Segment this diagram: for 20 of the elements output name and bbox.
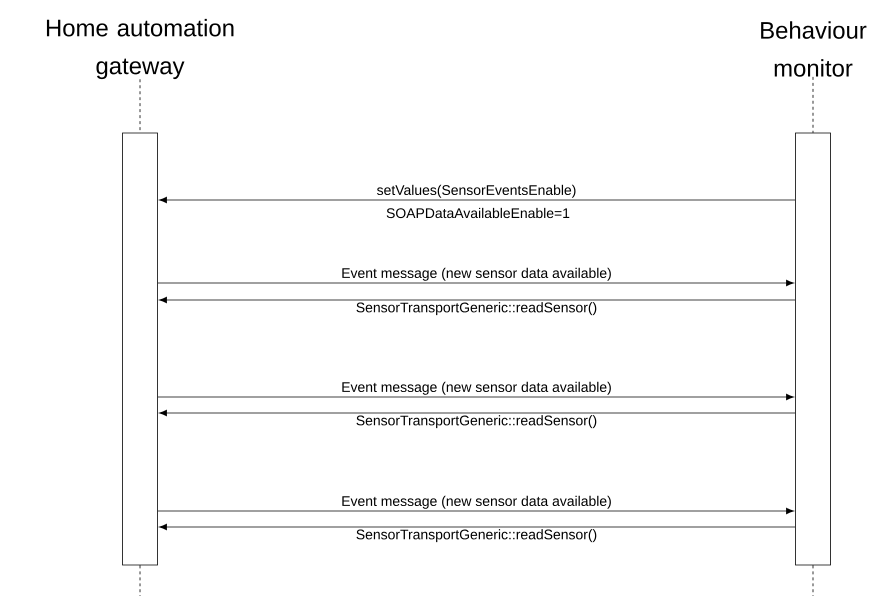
message-arrow [158, 508, 794, 514]
message-label: SOAPDataAvailableEnable=1 [386, 208, 570, 218]
message-arrow [159, 196, 796, 204]
message-arrow [159, 410, 796, 416]
message-arrow [159, 524, 796, 530]
message-label: setValues(SensorEventsEnable) [377, 184, 576, 198]
message-label: SensorTransportGeneric::readSensor() [356, 529, 596, 542]
message-label: SensorTransportGeneric::readSensor() [356, 415, 596, 428]
message-arrow [159, 296, 796, 304]
lifeline-header: Behaviour monitor [761, 21, 866, 77]
lifeline [812, 76, 814, 133]
message-label: Event message (new sensor data available) [342, 382, 611, 395]
message-label: Event message (new sensor data available) [342, 496, 611, 509]
lifeline-header: Home automation gateway [46, 18, 234, 80]
activation-bar [122, 132, 158, 566]
message-label: SensorTransportGeneric::readSensor() [356, 302, 596, 316]
message-label: Event message (new sensor data available) [342, 268, 611, 281]
activation-bar [795, 132, 831, 566]
message-arrow [158, 394, 794, 400]
message-arrow [158, 280, 794, 286]
